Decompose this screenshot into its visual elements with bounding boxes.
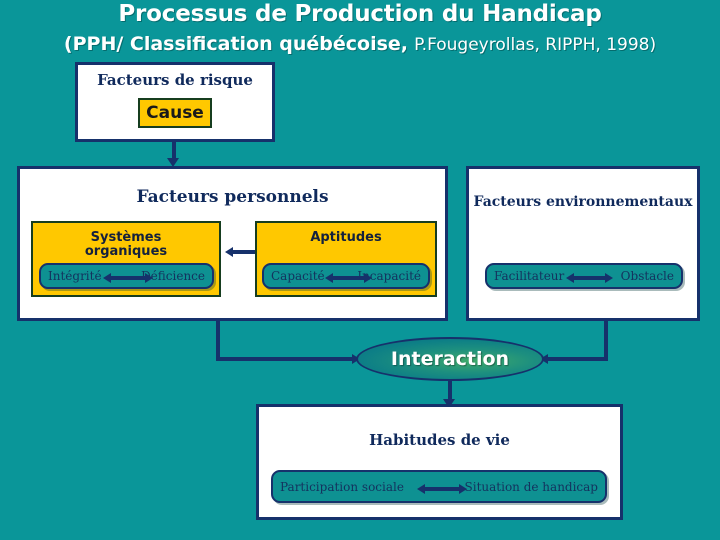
subtitle-classification: (PPH/ Classification québécoise,	[63, 33, 409, 55]
social-participation-label: Participation sociale	[280, 479, 404, 494]
page-subtitle: (PPH/ Classification québécoise, P.Fouge…	[0, 33, 720, 55]
connector-personal-vertical	[216, 321, 220, 360]
subtitle-citation: P.Fougeyrollas, RIPPH, 1998)	[414, 35, 657, 55]
organic-systems-label-line1: Systèmes	[90, 230, 162, 245]
facilitator-obstacle-arrow-icon	[566, 273, 613, 283]
risk-factors-panel: Facteurs de risque	[75, 62, 275, 142]
connector-risk-to-personal	[172, 142, 176, 162]
integrity-deficiency-arrow-icon	[103, 273, 153, 283]
capacity-label: Capacité	[271, 269, 325, 283]
organic-systems-pill: Intégrité Déficience	[39, 263, 214, 289]
arrow-risk-to-personal-icon	[167, 158, 179, 167]
risk-factors-title: Facteurs de risque	[97, 71, 253, 89]
page-title: Processus de Production du Handicap	[118, 1, 602, 27]
arrow-interaction-to-habits-icon	[443, 399, 455, 408]
life-habits-title: Habitudes de vie	[369, 431, 510, 449]
cause-box: Cause	[138, 98, 212, 128]
connector-interaction-to-habits	[448, 381, 452, 403]
environmental-factors-title: Facteurs environnementaux	[473, 194, 693, 210]
obstacle-label: Obstacle	[620, 269, 674, 283]
organic-systems-label-line2: organiques	[84, 244, 168, 259]
connector-environment-vertical	[604, 321, 608, 360]
cause-label: Cause	[146, 103, 204, 123]
capacity-incapacity-arrow-icon	[325, 273, 372, 283]
incapacity-label: Incapacité	[357, 269, 421, 283]
facilitator-label: Facilitateur	[494, 269, 565, 283]
arrow-environment-to-interaction-icon	[540, 354, 548, 364]
connector-personal-horizontal	[216, 357, 356, 361]
integrity-label: Intégrité	[48, 269, 102, 283]
interaction-ellipse: Interaction	[356, 337, 544, 381]
participation-handicap-arrow-icon	[417, 484, 467, 494]
deficiency-label: Déficience	[141, 269, 205, 283]
aptitudes-label: Aptitudes	[310, 230, 382, 245]
interaction-label: Interaction	[390, 348, 510, 370]
life-habits-pill: Participation sociale Situation de handi…	[271, 470, 607, 503]
personal-factors-title: Facteurs personnels	[136, 187, 329, 207]
environmental-factors-panel: Facteurs environnementaux	[466, 166, 700, 321]
connector-environment-horizontal	[548, 357, 608, 361]
aptitudes-pill: Capacité Incapacité	[262, 263, 430, 289]
environment-pill: Facilitateur Obstacle	[485, 263, 683, 289]
handicap-situation-label: Situation de handicap	[464, 479, 598, 494]
